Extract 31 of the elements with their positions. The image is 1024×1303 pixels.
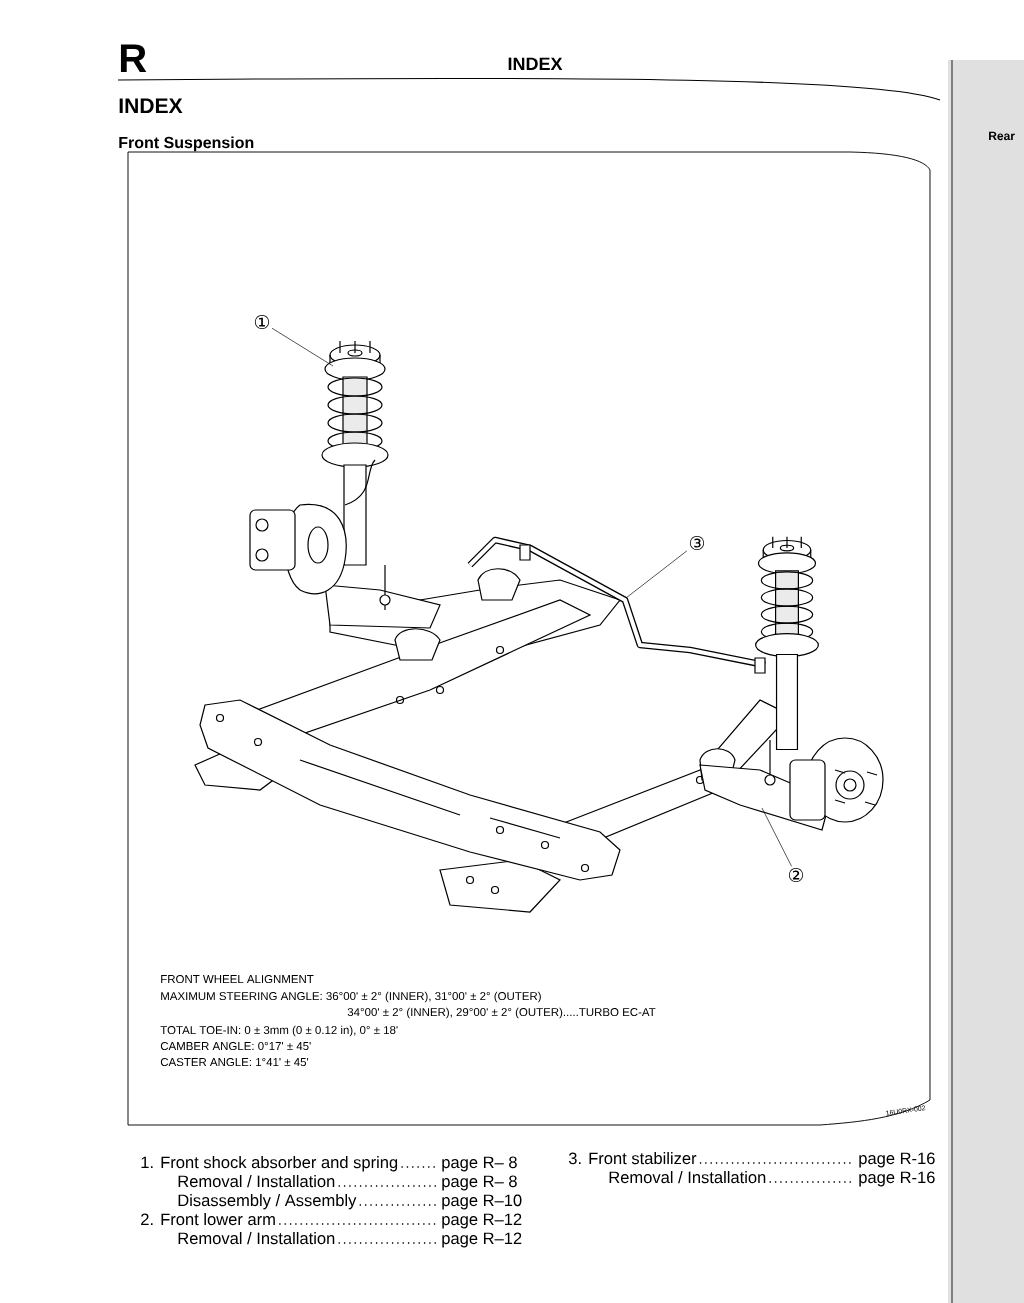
alignment-spec: CAMBER ANGLE: 0°17' ± 45' xyxy=(160,1042,311,1051)
callout-number: ③ xyxy=(687,534,707,552)
page-reference: page R–12 xyxy=(442,1213,522,1229)
alignment-spec: TOTAL TOE-IN: 0 ± 3mm (0 ± 0.12 in), 0° ± 18' xyxy=(160,1025,398,1037)
heading: INDEX xyxy=(119,98,183,113)
subheading: Front Suspension xyxy=(119,136,254,152)
leader-line xyxy=(271,327,334,367)
alignment-spec: CASTER ANGLE: 1°41' ± 45' xyxy=(160,1058,309,1067)
index-entry: 1. Front shock absorber and spring xyxy=(141,1156,437,1172)
callout-number: ② xyxy=(786,866,806,884)
alignment-spec: FRONT WHEEL ALIGNMENT xyxy=(161,975,314,984)
index-entry: Disassembly / Assembly xyxy=(178,1194,437,1210)
page-reference: page R– 8 xyxy=(442,1175,517,1191)
page-edge-text: Rear xyxy=(989,131,1015,141)
page-reference: page R– 8 xyxy=(442,1156,517,1172)
index-entry: 3. Front stabilizer xyxy=(568,1152,854,1165)
alignment-spec: 34°00' ± 2° (INNER), 29°00' ± 2° (OUTER).....TURBO EC-AT xyxy=(347,1007,656,1019)
index-entry: Removal / Installation xyxy=(178,1232,437,1245)
page-reference: page R–12 xyxy=(442,1232,522,1248)
index-entry: Removal / Installation xyxy=(178,1175,437,1188)
index-entry: 2. Front lower arm xyxy=(141,1213,437,1226)
leader-line xyxy=(625,550,688,599)
callout-number: ① xyxy=(252,313,272,331)
page-reference: page R–10 xyxy=(442,1194,522,1210)
leader-line xyxy=(761,807,792,867)
page-reference: page R-16 xyxy=(859,1171,935,1187)
page-header: INDEX xyxy=(508,57,563,70)
index-entry: Removal / Installation xyxy=(609,1171,854,1184)
page-reference: page R-16 xyxy=(859,1152,935,1168)
alignment-spec: MAXIMUM STEERING ANGLE: 36°00' ± 2° (INNER), 31°00' ± 2° (OUTER) xyxy=(161,991,541,1003)
section-letter: R xyxy=(120,44,147,72)
